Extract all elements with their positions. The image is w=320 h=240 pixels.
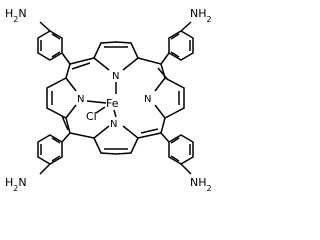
pyrrole-nitrogen-bottom: N (110, 119, 117, 130)
meso-double-bottom-left (61, 115, 69, 131)
benzene-inner-bonds-top-right (170, 33, 191, 58)
pyrrole-right-n-bonds (154, 77, 166, 119)
amine-label-top-right: NH2 (190, 7, 212, 24)
benzene-ring-top-left (37, 30, 63, 61)
pyrrole-top (93, 41, 139, 59)
amine-label-bottom-left: H2N (5, 176, 27, 193)
pyrrole-nitrogen-right: N (144, 94, 151, 105)
meso-double-top-left (71, 62, 91, 70)
benzene-inner-bonds-bottom-right (170, 137, 191, 162)
pyrrole-nitrogen-left: N (77, 94, 84, 105)
porphyrin-structure-diagram: H2N NH2 H2N NH2 (5, 7, 212, 193)
pyrrole-top-n-bonds (93, 57, 139, 71)
aryl-bond-bottom-left (61, 132, 71, 143)
pyrrole-nitrogen-top: N (112, 71, 119, 82)
meso-double-bottom-right (140, 128, 159, 134)
meso-double-top-right (157, 67, 169, 81)
pyrrole-right (164, 77, 185, 119)
fe-cl-bond (95, 106, 106, 114)
amine-bond-top-right (180, 21, 192, 32)
amine-bond-bottom-right (180, 163, 192, 175)
pyrrole-bottom-n-bonds (93, 125, 139, 139)
fe-n-bond-left (86, 100, 107, 104)
pyrrole-left (46, 77, 67, 119)
porphyrin-macrocycle: N N N N Fe Cl (46, 41, 185, 155)
iron-atom-label: Fe (106, 97, 119, 110)
amine-label-top-left: H2N (5, 7, 27, 24)
aminophenyl-top-right: NH2 (160, 7, 212, 65)
meso-bridge-bottom-right (137, 117, 166, 139)
aryl-bond-top-left (61, 52, 71, 65)
pyrrole-left-n-bonds (65, 77, 77, 119)
meso-bridge-top-left (65, 57, 95, 79)
aminophenyl-bottom-left: H2N (5, 132, 71, 193)
aryl-bond-top-right (160, 52, 170, 65)
amine-bond-bottom-left (39, 163, 51, 175)
pyrrole-bottom (93, 137, 139, 155)
benzene-inner-bonds-bottom-left (40, 137, 61, 162)
meso-bridge-top-right (137, 57, 166, 79)
amine-bond-top-left (39, 21, 51, 32)
aryl-bond-bottom-right (160, 132, 170, 143)
chloride-ligand-label: Cl (86, 110, 97, 123)
benzene-inner-bonds-top-left (40, 33, 61, 58)
meso-bridge-bottom-left (65, 117, 95, 139)
benzene-ring-top-right (168, 30, 194, 61)
aminophenyl-bottom-right: NH2 (160, 132, 212, 193)
fe-n-bond-bottom (113, 109, 117, 118)
aminophenyl-top-left: H2N (5, 7, 71, 65)
amine-label-bottom-right: NH2 (190, 176, 212, 193)
